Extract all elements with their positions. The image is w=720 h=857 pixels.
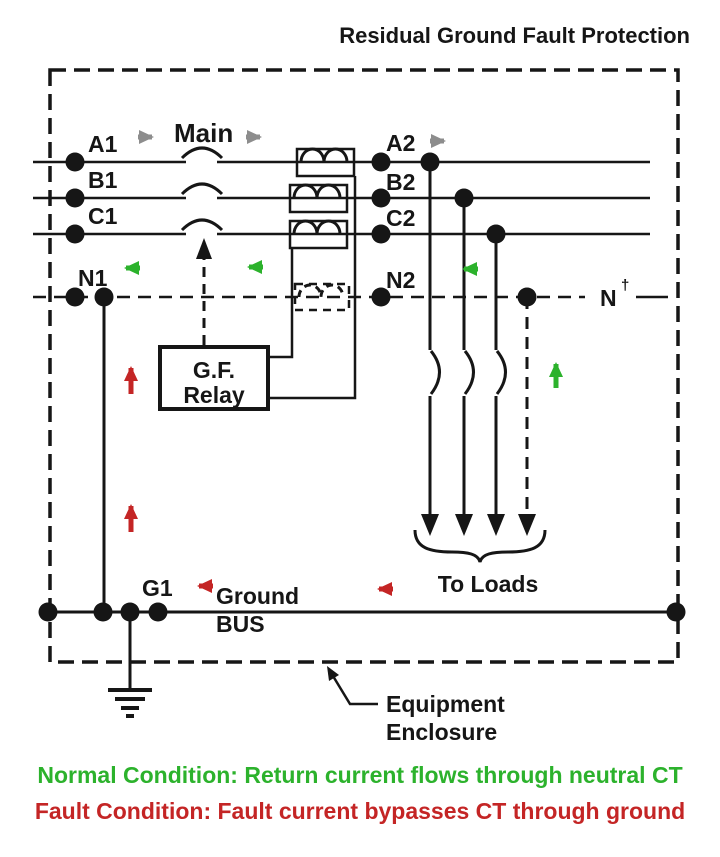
equipment-enclosure-border xyxy=(48,68,680,664)
flow-arrows xyxy=(124,130,563,596)
feeder-n-arrowhead-icon xyxy=(518,514,536,536)
connection-dots xyxy=(38,152,686,622)
load-feeders: To Loads xyxy=(413,162,547,597)
ct-coil-b xyxy=(292,183,342,199)
label-b2: B2 xyxy=(386,169,415,195)
breaker-contact-a xyxy=(180,146,224,160)
ct-window-b xyxy=(288,183,349,214)
ct-coil-a xyxy=(299,147,349,163)
label-a2: A2 xyxy=(386,130,415,156)
label-c2: C2 xyxy=(386,205,415,231)
to-loads-label: To Loads xyxy=(438,571,539,597)
phase-bus-lines xyxy=(33,160,668,299)
label-c1: C1 xyxy=(88,203,118,229)
node-bus-earth xyxy=(120,602,140,622)
node-b1 xyxy=(65,188,85,208)
ct-window-a xyxy=(295,147,356,178)
ct-window-neutral-dashed xyxy=(293,282,351,312)
label-bus: BUS xyxy=(216,611,265,637)
node-n1-bond xyxy=(94,287,114,307)
label-a1: A1 xyxy=(88,131,118,157)
enclosure-leader-line xyxy=(331,675,378,706)
enclosure-callout: Equipment Enclosure xyxy=(327,666,505,745)
node-c2 xyxy=(371,224,391,244)
label-neutral-bus: N xyxy=(600,285,617,311)
terminal-labels: A1 B1 C1 N1 A2 B2 C2 N2 Main N † G1 Grou… xyxy=(78,118,629,637)
label-g1: G1 xyxy=(142,575,173,601)
node-feeder-b-tap xyxy=(454,188,474,208)
ct-coil-neutral-dashed xyxy=(297,283,345,298)
node-a1 xyxy=(65,152,85,172)
gf-relay-box xyxy=(158,345,270,411)
main-breaker-contacts xyxy=(180,146,224,232)
node-a2 xyxy=(371,152,391,172)
breaker-contact-b xyxy=(180,182,224,196)
label-b1: B1 xyxy=(88,167,118,193)
breaker-contact-c xyxy=(180,218,224,232)
node-c1 xyxy=(65,224,85,244)
earth-ground-icon xyxy=(108,688,152,718)
feeder-c-arrowhead-icon xyxy=(487,514,505,536)
feeder-b-arrowhead-icon xyxy=(455,514,473,536)
node-g1 xyxy=(148,602,168,622)
feeder-a-arrowhead-icon xyxy=(421,514,439,536)
node-bus-left xyxy=(38,602,58,622)
gf-relay: G.F. Relay xyxy=(158,238,270,411)
ct-assembly xyxy=(268,147,357,400)
gf-relay-label-2: Relay xyxy=(183,382,245,408)
node-n1-left xyxy=(65,287,85,307)
page-title: Residual Ground Fault Protection xyxy=(339,23,690,48)
node-bus-bond xyxy=(93,602,113,622)
label-main: Main xyxy=(174,118,233,148)
node-feeder-c-tap xyxy=(486,224,506,244)
label-enclosure: Enclosure xyxy=(386,719,497,745)
label-equipment: Equipment xyxy=(386,691,505,717)
feeder-breaker-b xyxy=(463,350,475,395)
node-bus-right xyxy=(666,602,686,622)
node-n2 xyxy=(371,287,391,307)
ground-system xyxy=(48,297,676,718)
legend-normal-condition: Normal Condition: Return current flows t… xyxy=(37,762,682,788)
ct-secondary-lead-1 xyxy=(268,248,294,359)
node-b2 xyxy=(371,188,391,208)
ct-coil-c xyxy=(292,219,342,235)
feeder-breaker-c xyxy=(495,350,507,395)
legend-fault-condition: Fault Condition: Fault current bypasses … xyxy=(35,798,685,824)
node-feeder-a-tap xyxy=(420,152,440,172)
gf-relay-label-1: G.F. xyxy=(193,357,235,383)
label-neutral-dagger: † xyxy=(621,277,629,294)
feeder-breaker-a xyxy=(429,350,441,395)
legend: Normal Condition: Return current flows t… xyxy=(35,762,685,824)
ct-window-c xyxy=(288,219,349,250)
ct-secondary-lead-2 xyxy=(268,176,357,400)
enclosure-leader-arrowhead-icon xyxy=(327,666,339,681)
label-ground: Ground xyxy=(216,583,299,609)
trip-signal-arrowhead-icon xyxy=(196,238,212,259)
label-n2: N2 xyxy=(386,267,415,293)
node-feeder-n-tap xyxy=(517,287,537,307)
label-n1: N1 xyxy=(78,265,108,291)
to-loads-brace xyxy=(413,529,547,563)
